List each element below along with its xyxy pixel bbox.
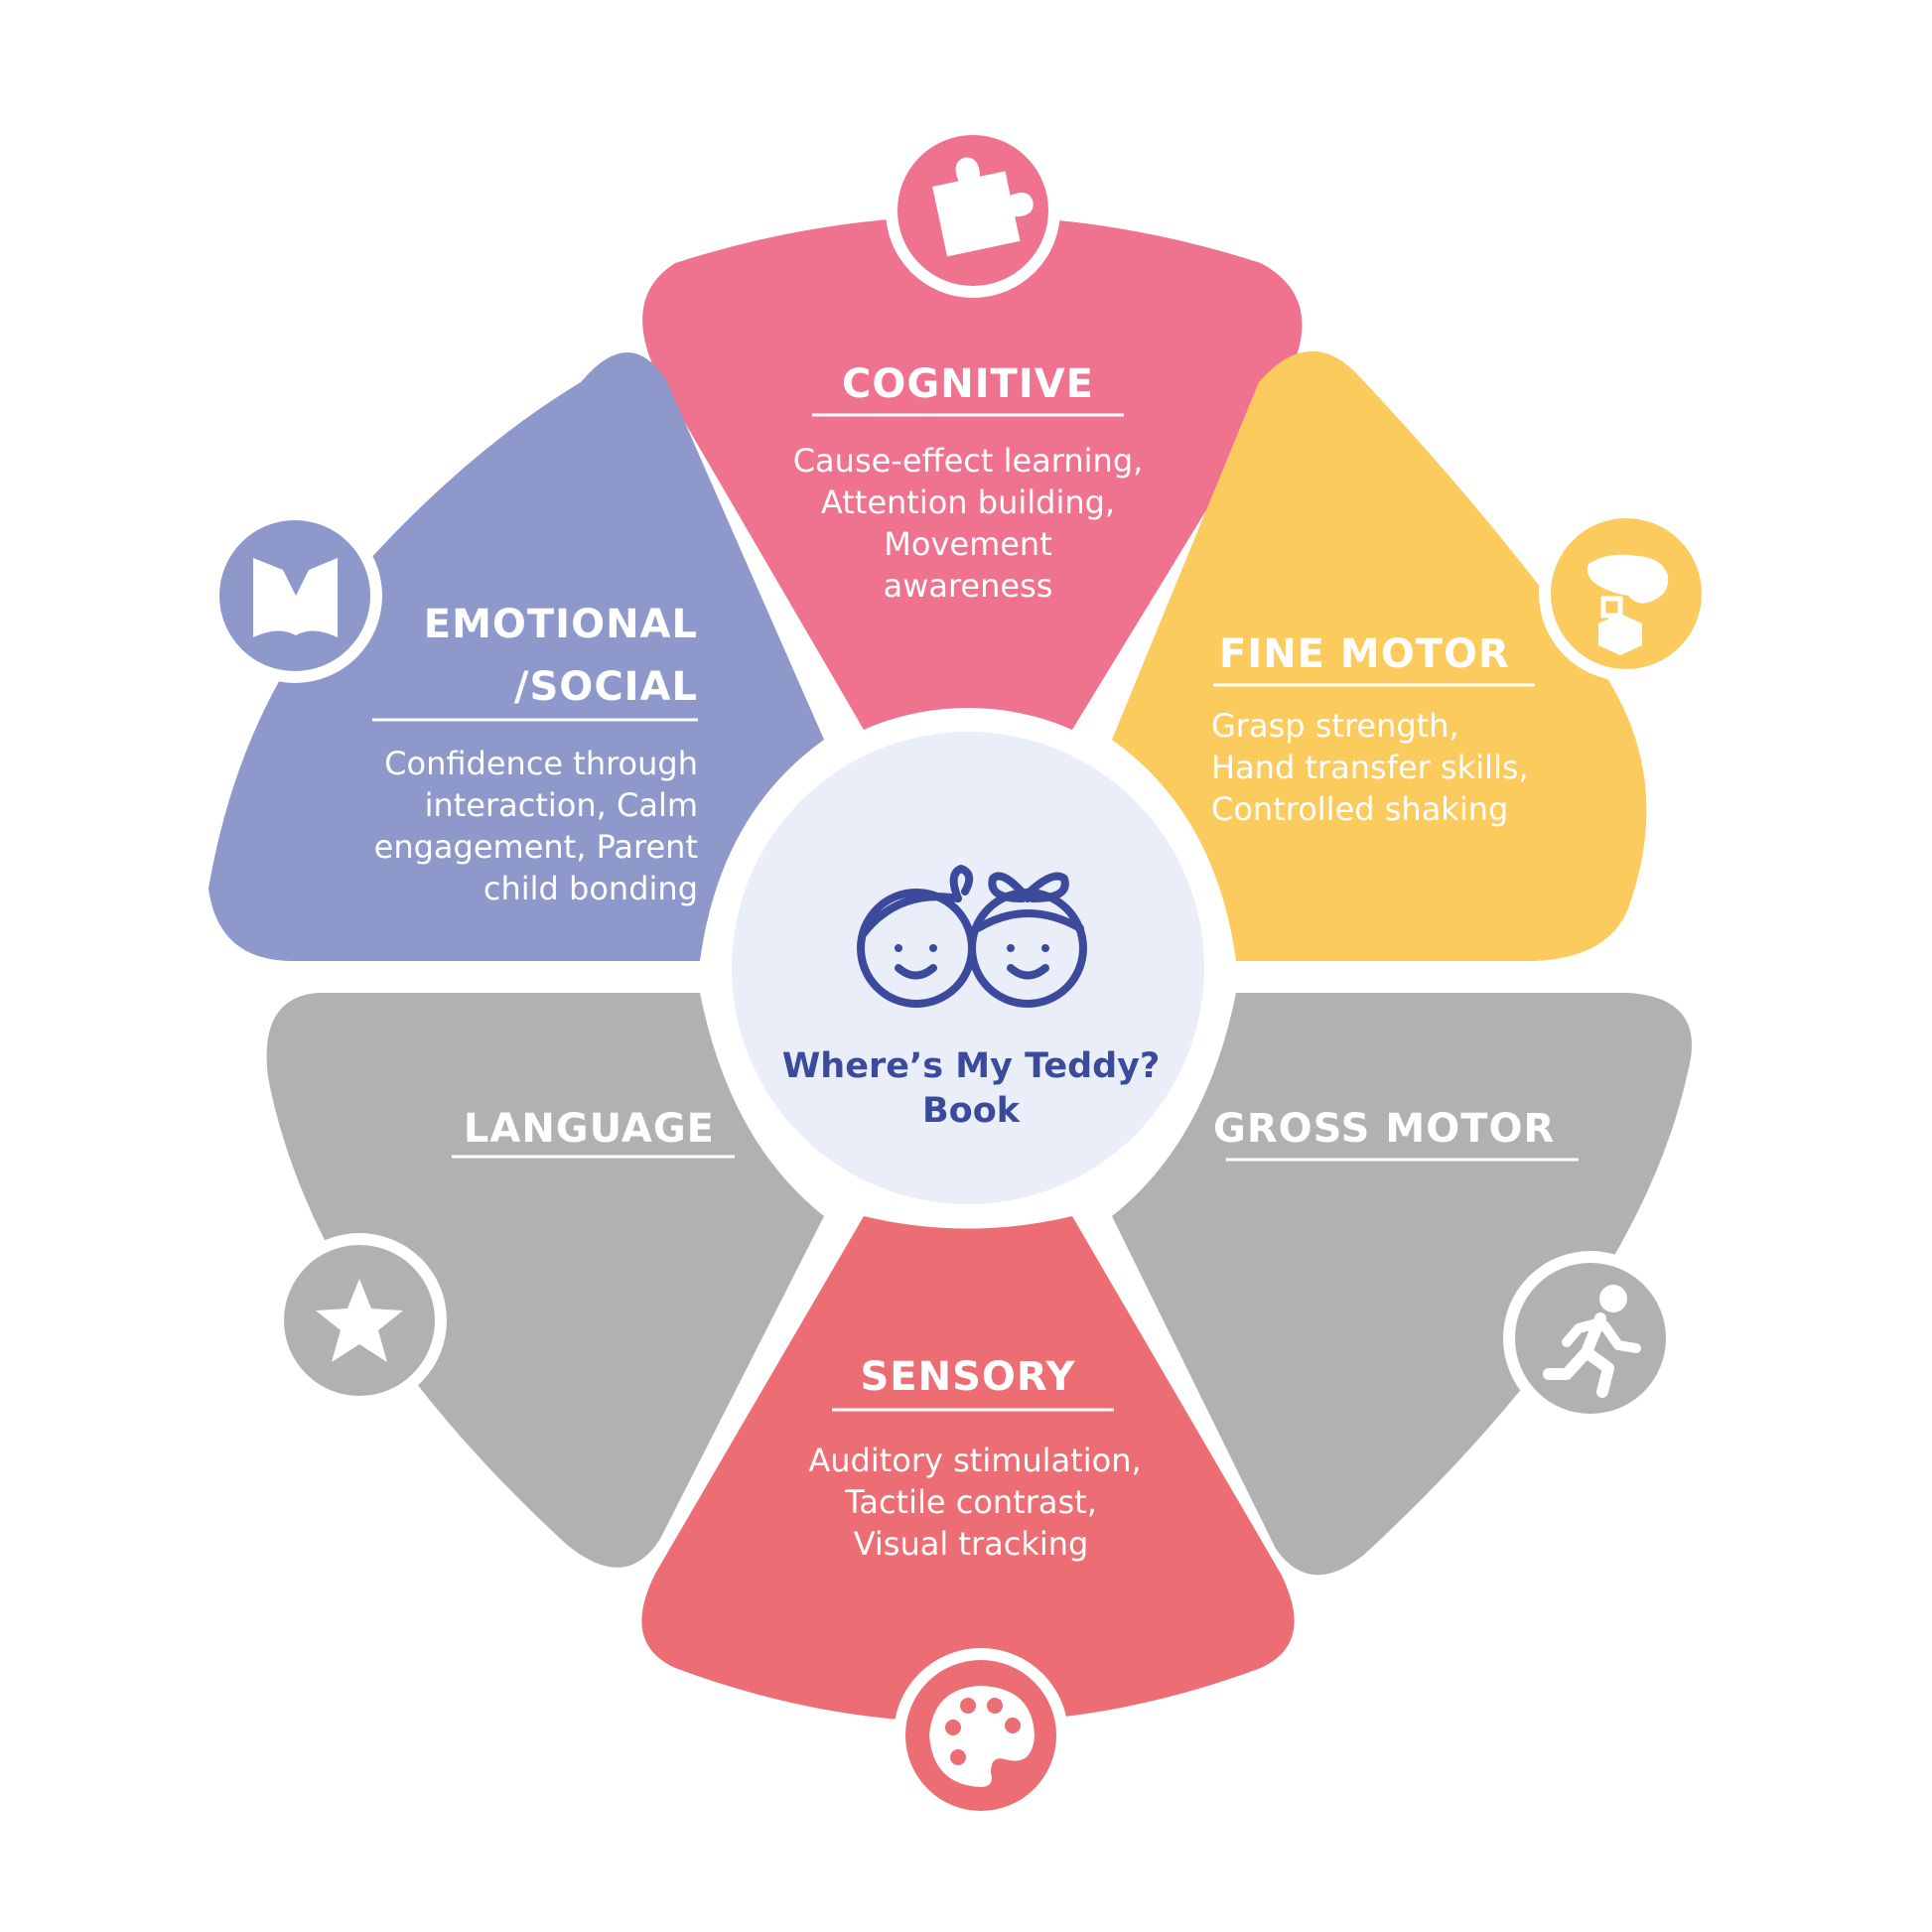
gross-motor-badge bbox=[1503, 1251, 1678, 1426]
emotional-badge bbox=[207, 508, 382, 683]
sensory-title: SENSORY bbox=[861, 1354, 1076, 1400]
emotional-text-line2: interaction, Calm bbox=[425, 786, 698, 824]
cognitive-text-line2: Attention building, bbox=[821, 483, 1115, 521]
sensory-text-line1: Auditory stimulation, bbox=[808, 1442, 1141, 1479]
emotional-text-line3: engagement, Parent bbox=[374, 828, 698, 866]
cognitive-text-line4: awareness bbox=[884, 567, 1053, 605]
cognitive-badge bbox=[886, 123, 1060, 298]
puzzle-piece-icon bbox=[932, 157, 1034, 257]
language-petal bbox=[266, 993, 825, 1568]
cognitive-text-line3: Movement bbox=[884, 525, 1052, 563]
emotional-social-petal bbox=[208, 352, 824, 961]
center-title-line1: Where’s My Teddy? bbox=[782, 1046, 1161, 1086]
gross-motor-title: GROSS MOTOR bbox=[1213, 1106, 1555, 1152]
fine-motor-petal bbox=[1112, 350, 1647, 961]
paint-palette-icon bbox=[929, 1686, 1035, 1787]
emotional-title-line2: /SOCIAL bbox=[514, 664, 698, 710]
cognitive-title: COGNITIVE bbox=[842, 361, 1094, 407]
sensory-petal bbox=[641, 1216, 1295, 1723]
language-badge bbox=[272, 1233, 447, 1408]
fine-motor-text-line2: Hand transfer skills, bbox=[1211, 749, 1529, 786]
star-icon bbox=[316, 1279, 403, 1362]
sensory-text-line3: Visual tracking bbox=[854, 1525, 1089, 1563]
two-children-faces-icon bbox=[857, 865, 1087, 1008]
fine-motor-text-line1: Grasp strength, bbox=[1211, 707, 1459, 745]
hand-dropping-block-icon bbox=[1587, 554, 1669, 655]
fine-motor-text-line3: Controlled shaking bbox=[1211, 790, 1508, 828]
emotional-text-line1: Confidence through bbox=[384, 745, 698, 782]
emotional-text-line4: child bonding bbox=[483, 870, 698, 907]
cognitive-petal bbox=[642, 215, 1303, 730]
fine-motor-badge bbox=[1539, 506, 1714, 681]
language-title: LANGUAGE bbox=[464, 1106, 715, 1152]
open-book-icon bbox=[253, 558, 338, 637]
emotional-title-line1: EMOTIONAL bbox=[424, 602, 698, 647]
cognitive-text-line1: Cause-effect learning, bbox=[793, 442, 1144, 480]
running-person-icon bbox=[1543, 1285, 1641, 1398]
sensory-text-line2: Tactile contrast, bbox=[844, 1483, 1097, 1521]
sensory-badge bbox=[894, 1648, 1068, 1823]
gross-motor-petal bbox=[1112, 993, 1692, 1576]
fine-motor-title: FINE MOTOR bbox=[1219, 631, 1510, 677]
center-title-line2: Book bbox=[922, 1091, 1021, 1131]
